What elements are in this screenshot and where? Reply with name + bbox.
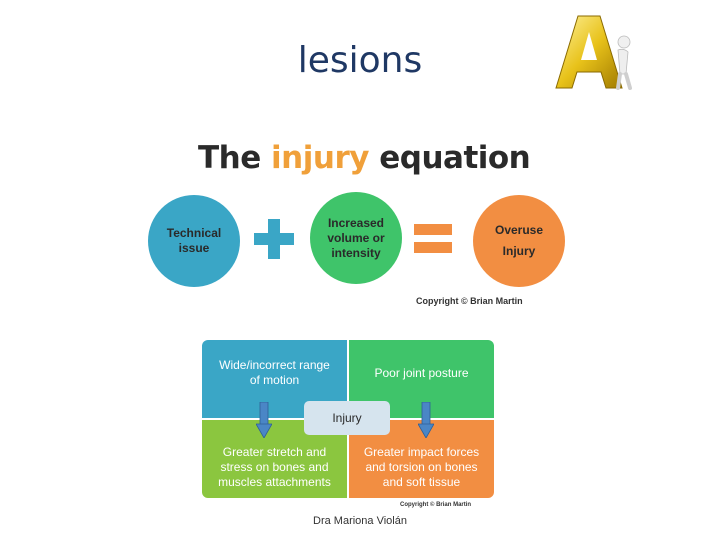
down-arrow-icon	[256, 402, 272, 438]
matrix-bottom-left-label: Greater stretch and stress on bones and …	[218, 445, 331, 489]
down-arrow-icon	[418, 402, 434, 438]
equals-icon	[414, 224, 452, 235]
technical-issue-label: Technical issue	[166, 226, 222, 255]
increased-volume-label: Increased volume or intensity	[327, 215, 385, 260]
letter-a-logo	[555, 15, 632, 90]
slide-title: lesions	[297, 40, 423, 81]
overuse-injury-label: Overuse Injury	[494, 223, 544, 258]
equation-copyright: Copyright © Brian Martin	[416, 296, 523, 306]
increased-volume-circle: Increased volume or intensity	[310, 192, 402, 284]
technical-issue-circle: Technical issue	[148, 195, 240, 287]
plus-icon-bar	[254, 233, 294, 245]
equals-icon-bar	[414, 242, 452, 253]
matrix-copyright: Copyright © Brian Martin	[400, 502, 472, 508]
equation-title-part1: The	[198, 140, 261, 176]
matrix-bottom-right-label: Greater impact forces and torsion on bon…	[363, 445, 480, 489]
equation-title-part2: equation	[379, 140, 531, 176]
overuse-injury-circle: Overuse Injury	[473, 195, 565, 287]
slide-footer: Dra Mariona Violán	[313, 515, 407, 527]
injury-center-box: Injury	[304, 401, 390, 435]
matrix-top-left-label: Wide/incorrect range of motion	[219, 358, 330, 387]
equation-title: The injury equation	[198, 140, 531, 176]
equation-title-highlight: injury	[271, 140, 369, 176]
injury-center-label: Injury	[332, 411, 362, 425]
matrix-top-right-label: Poor joint posture	[374, 365, 469, 380]
